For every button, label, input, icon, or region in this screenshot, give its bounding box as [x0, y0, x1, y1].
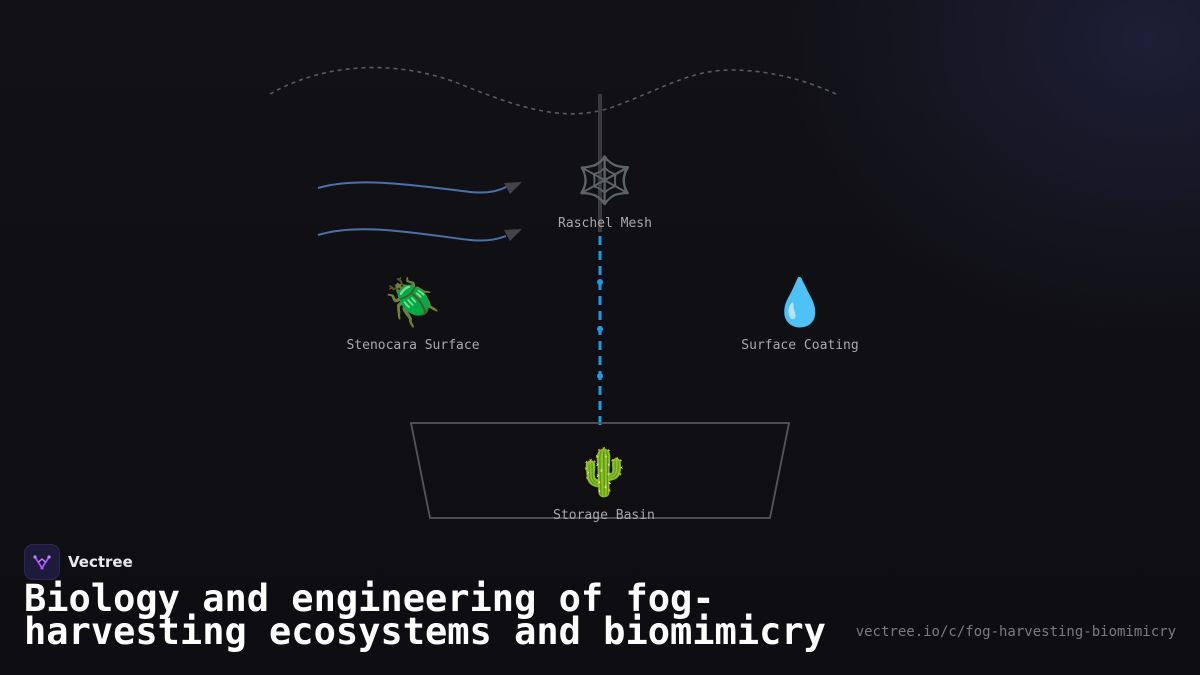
beetle-icon: 🪲 [384, 275, 442, 329]
storage-basin-label: Storage Basin [553, 508, 655, 523]
cactus-icon: 🌵 [575, 445, 633, 499]
raschel-mesh-node: 🕸️ Raschel Mesh [558, 152, 652, 231]
wind-arrow-bottom [317, 228, 507, 242]
storage-basin-outline [409, 422, 791, 519]
brand-name: Vectree [68, 553, 133, 571]
brand: Vectree [24, 544, 133, 580]
stenocara-label: Stenocara Surface [346, 338, 480, 353]
water-droplet [597, 373, 603, 379]
fog-wave [269, 66, 837, 115]
spider-web-icon: 🕸️ [576, 153, 634, 207]
page-title: Biology and engineering of fog-harvestin… [24, 577, 826, 653]
water-droplet [597, 326, 603, 332]
surface-coating-node: 💧 Surface Coating [741, 274, 858, 353]
raschel-mesh-label: Raschel Mesh [558, 216, 652, 231]
water-droplet [597, 279, 603, 285]
wind-arrow-top [317, 181, 507, 194]
droplet-icon: 💧 [771, 275, 829, 329]
stenocara-node: 🪲 Stenocara Surface [346, 274, 479, 353]
surface-coating-label: Surface Coating [741, 338, 859, 353]
wind-arrowhead-bottom [504, 229, 522, 241]
page-url[interactable]: vectree.io/c/fog-harvesting-biomimicry [855, 624, 1176, 640]
vectree-logo-icon [24, 544, 60, 580]
wind-arrowhead-top [504, 182, 522, 194]
storage-basin-node: 🌵 Storage Basin [553, 444, 655, 523]
